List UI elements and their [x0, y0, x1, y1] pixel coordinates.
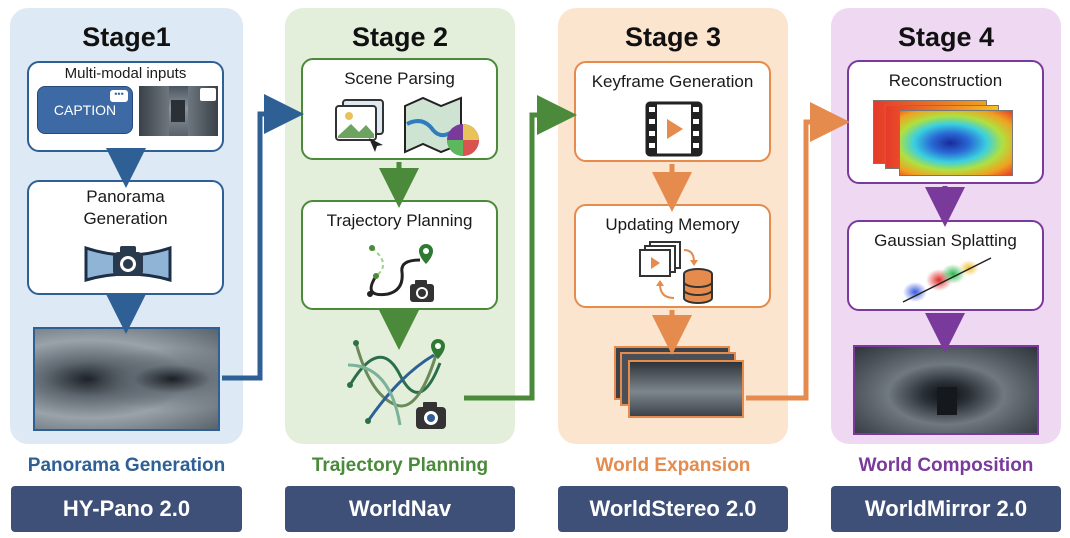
input-image-thumbnail	[139, 86, 218, 136]
gaussian-splatting-box: Gaussian Splatting	[847, 220, 1044, 311]
panorama-generation-label: Panorama Generation	[83, 187, 168, 228]
image-parse-icon	[335, 99, 384, 152]
keyframe-generation-box: Keyframe Generation	[574, 61, 771, 162]
caption-card: CAPTION •••	[37, 86, 133, 134]
composed-world-image	[853, 345, 1039, 435]
stage3-title: Stage 3	[624, 22, 722, 52]
stage4-model-badge: WorldMirror 2.0	[831, 486, 1061, 532]
multimodal-inputs-box: Multi-modal inputs CAPTION •••	[27, 61, 224, 152]
image-icon	[200, 88, 216, 101]
stage3-model-badge: WorldStereo 2.0	[558, 486, 788, 532]
stage1-title: Stage1	[82, 22, 171, 52]
scene-parsing-box: Scene Parsing	[301, 58, 498, 160]
updating-memory-label: Updating Memory	[605, 215, 740, 234]
stage1-sublabel: Panorama Generation	[27, 455, 226, 476]
expanded-frames-stack	[614, 346, 744, 418]
film-play-icon	[645, 101, 703, 157]
trajectory-planning-box: Trajectory Planning	[301, 200, 498, 310]
reconstruction-box: Reconstruction	[847, 60, 1044, 184]
multimodal-inputs-label: Multi-modal inputs	[64, 65, 187, 82]
keyframe-generation-label: Keyframe Generation	[591, 72, 754, 91]
trajectory-planning-label: Trajectory Planning	[326, 211, 473, 230]
updating-memory-box: Updating Memory	[574, 204, 771, 308]
stage2-model-badge: WorldNav	[285, 486, 515, 532]
stage2-title: Stage 2	[351, 22, 449, 52]
panorama-image	[33, 327, 220, 431]
stage2-sublabel: Trajectory Planning	[311, 455, 489, 476]
reconstruction-label: Reconstruction	[888, 71, 1003, 90]
caption-label: CAPTION	[53, 102, 117, 118]
panorama-camera-icon	[84, 245, 172, 282]
gaussian-splatting-label: Gaussian Splatting	[874, 231, 1017, 250]
depth-maps-stack	[873, 100, 1033, 178]
trajectory-paths-icon	[347, 339, 446, 429]
chat-bubble-icon: •••	[110, 90, 128, 102]
stage4-sublabel: World Composition	[858, 455, 1034, 476]
stage4-title: Stage 4	[897, 22, 995, 52]
trajectory-camera-icon	[367, 244, 434, 302]
panorama-generation-box: Panorama Generation	[27, 180, 224, 295]
map-chart-icon	[404, 96, 479, 156]
scene-parsing-label: Scene Parsing	[344, 69, 455, 88]
memory-database-icon	[639, 241, 713, 304]
stage1-model-badge: HY-Pano 2.0	[11, 486, 242, 532]
gaussian-splats-icon	[902, 257, 992, 303]
stage3-sublabel: World Expansion	[595, 455, 751, 476]
